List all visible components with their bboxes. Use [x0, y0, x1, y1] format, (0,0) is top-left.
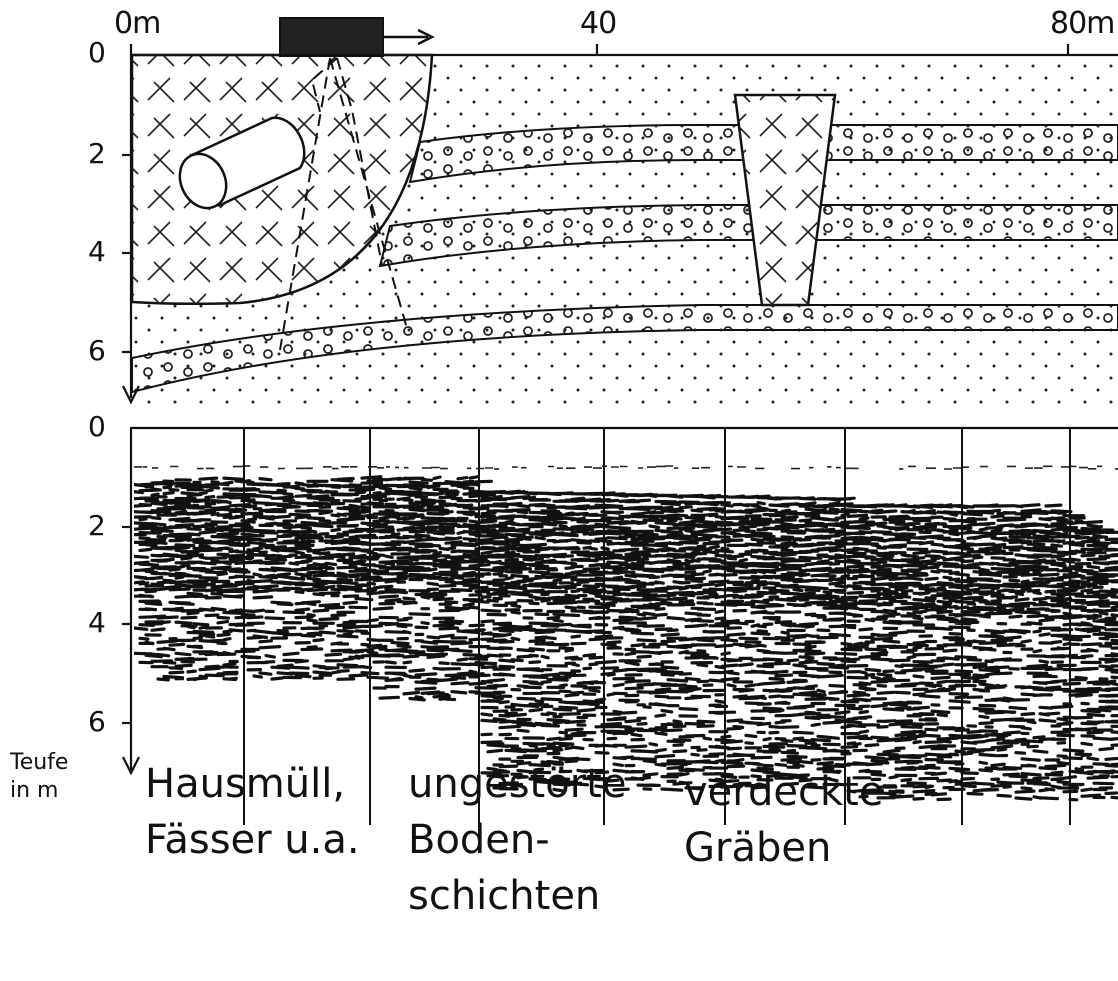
upper-depth-tick-4: 4: [88, 235, 106, 268]
distance-tick-80: 80m: [1050, 6, 1115, 41]
gravel-layer-lower: [131, 304, 1118, 394]
caption-hidden-trenches: verdeckte Gräben: [684, 764, 883, 876]
upper-depth-tick-2: 2: [88, 137, 106, 170]
distance-tick-0: 0m: [114, 6, 161, 41]
surface-reflection: [134, 465, 1118, 470]
caption-undisturbed-layers: ungestörte Boden- schichten: [408, 756, 626, 924]
lower-depth-tick-6: 6: [88, 705, 106, 738]
radar-antenna: [279, 17, 435, 57]
lower-depth-tick-0: 0: [88, 410, 106, 443]
radar-ray-paths: [279, 57, 409, 351]
buried-barrel-icon: [178, 116, 306, 210]
buried-trench: [733, 93, 837, 307]
axes: [122, 44, 1118, 776]
upper-depth-tick-6: 6: [88, 334, 106, 367]
caption-landfill: Hausmüll, Fässer u.a.: [145, 756, 360, 868]
geologic-cross-section: [130, 17, 1118, 410]
caption-trenches-line2: Gräben: [684, 825, 832, 871]
lower-depth-arrow-icon: [122, 756, 140, 776]
caption-undisturbed-line3: schichten: [408, 873, 601, 919]
caption-undisturbed-line1: ungestörte: [408, 761, 627, 807]
reflection-texture: [134, 475, 1118, 802]
caption-undisturbed-line2: Boden-: [408, 817, 550, 863]
gravel-layer-middle: [378, 204, 1118, 268]
radargram: [134, 428, 1118, 825]
upper-depth-arrow-icon: [122, 385, 140, 405]
caption-landfill-line2: Fässer u.a.: [145, 817, 360, 863]
lower-depth-tick-4: 4: [88, 606, 106, 639]
caption-landfill-line1: Hausmüll,: [145, 761, 346, 807]
caption-trenches-line1: verdeckte: [684, 769, 884, 815]
depth-unit-label-line1: Teufe: [10, 750, 69, 775]
upper-depth-tick-0: 0: [88, 36, 106, 69]
survey-direction-arrow-icon: [383, 28, 435, 46]
distance-tick-40: 40: [580, 6, 617, 41]
radar-reflections: [134, 465, 1118, 802]
radargram-marker-lines: [243, 428, 1071, 825]
depth-unit-label-line2: in m: [10, 778, 59, 803]
lower-depth-tick-2: 2: [88, 509, 106, 542]
